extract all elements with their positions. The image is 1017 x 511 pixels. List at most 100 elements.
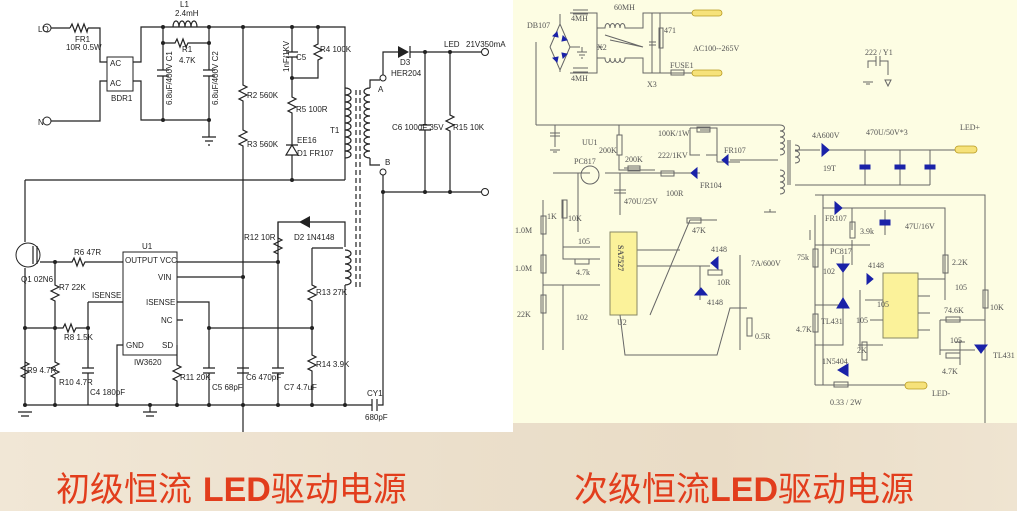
label: X2 [597, 43, 607, 52]
ac-input-connector [691, 69, 723, 77]
label: 22K [517, 310, 531, 319]
led-minus-connector [904, 381, 928, 390]
label: 4MH [571, 14, 588, 23]
transformer-core [355, 90, 361, 290]
label: 4.7K [179, 56, 196, 65]
label: C6 470pF [246, 373, 281, 382]
label: 222 / Y1 [865, 48, 893, 57]
label: 2.4mH [175, 9, 199, 18]
caption-led: LED [202, 471, 271, 509]
label: C4 180pF [90, 388, 125, 397]
label: 4148 [711, 245, 727, 254]
label: R11 20K [180, 373, 211, 382]
label: 6.8uF/400V C2 [211, 51, 220, 105]
label: ISENSE [92, 291, 121, 300]
label: R14 3.9K [316, 360, 350, 369]
label: 1.0M [515, 264, 532, 273]
label: 19T [823, 164, 836, 173]
caption-led: LED [710, 471, 778, 509]
label: 4.7K [942, 367, 958, 376]
label: 7A/600V [751, 259, 781, 268]
label: C5 68pF [212, 383, 243, 392]
label: OUTPUT [125, 256, 158, 265]
label: 1K [547, 212, 557, 221]
label: R8 1.5K [64, 333, 94, 342]
label: N [38, 118, 44, 127]
label: VIN [158, 273, 172, 282]
wires [15, 20, 489, 432]
label: X3 [647, 80, 657, 89]
label: R13 27K [316, 288, 348, 297]
label: A [378, 85, 384, 94]
label: UU1 [582, 138, 598, 147]
label: 47K [692, 226, 706, 235]
label: SD [162, 341, 173, 350]
label: 6.8uF/400V C1 [165, 51, 174, 105]
label: 10K [568, 214, 582, 223]
label: 200K [599, 146, 617, 155]
label: 2K [857, 346, 867, 355]
label: R1 [182, 45, 193, 54]
label: FR1 [75, 35, 91, 44]
label: 100K/1W [658, 129, 690, 138]
label: 10K [990, 303, 1004, 312]
pc817-optocoupler [580, 165, 600, 185]
label: 1nF/1KV [282, 40, 291, 72]
l1-inductor [172, 20, 198, 28]
d3-diode [398, 46, 409, 58]
primary-schematic-drawing: LO N FR1 10R 0.5W BDR1 AC AC L1 2.4mH R1… [15, 0, 506, 432]
label: R3 560K [247, 140, 279, 149]
label: 4.7k [576, 268, 590, 277]
label: IW3620 [134, 358, 162, 367]
label: 470U/25V [624, 197, 658, 206]
label: 3.9k [860, 227, 874, 236]
q1-mosfet [15, 242, 41, 268]
label: R12 10R [244, 233, 276, 242]
led-plus-label: LED+ [960, 123, 981, 132]
caption-text: 驱动电源 [270, 470, 407, 510]
label: U1 [142, 242, 153, 251]
bridge-rectifier [106, 56, 134, 92]
label: FUSE1 [670, 61, 694, 70]
label: FR107 [724, 146, 746, 155]
label: AC [110, 59, 121, 68]
label: PC817 [830, 247, 852, 256]
label: R10 4.7R [59, 378, 93, 387]
label: EE16 [297, 136, 317, 145]
label: TL431 [821, 317, 843, 326]
label: 2.2K [952, 258, 968, 267]
label: SA7527 [616, 245, 625, 271]
label: U2 [617, 318, 627, 327]
label: DB107 [527, 21, 550, 30]
label: BDR1 [111, 94, 133, 103]
secondary-schematic-drawing: DB107 4MH 4MH 60MH X2 471 FUSE1 X3 AC100… [515, 3, 1015, 423]
label: LED [444, 40, 460, 49]
label: 4MH [571, 74, 588, 83]
r1 [163, 37, 209, 49]
label: 47U/16V [905, 222, 935, 231]
u1-ic [122, 251, 178, 356]
label: 21V350mA [466, 40, 506, 49]
label: 4148 [707, 298, 723, 307]
label: LO [38, 25, 49, 34]
label: 4A600V [812, 131, 840, 140]
label: 471 [664, 26, 676, 35]
label: NC [161, 316, 173, 325]
label: 60MH [614, 3, 635, 12]
label: CY1 [367, 389, 383, 398]
label: ISENSE [146, 298, 175, 307]
caption-secondary-constant-current: 次级恒流LED驱动电源 [574, 462, 914, 511]
caption-primary-constant-current: 初级恒流 LED驱动电源 [56, 462, 407, 511]
led-minus-label: LED- [932, 389, 951, 398]
label: HER204 [391, 69, 422, 78]
label: L1 [180, 0, 189, 9]
d2-diode [299, 216, 310, 228]
label: Q1 02N6 [21, 275, 54, 284]
label: 470U/50V*3 [866, 128, 908, 137]
primary-side-schematic: LO N FR1 10R 0.5W BDR1 AC AC L1 2.4mH R1… [0, 0, 513, 432]
label: FR104 [700, 181, 722, 190]
caption-text: 初级恒流 [56, 470, 203, 510]
label: 4148 [868, 261, 884, 270]
label: GND [126, 341, 144, 350]
label: 105 [578, 237, 590, 246]
